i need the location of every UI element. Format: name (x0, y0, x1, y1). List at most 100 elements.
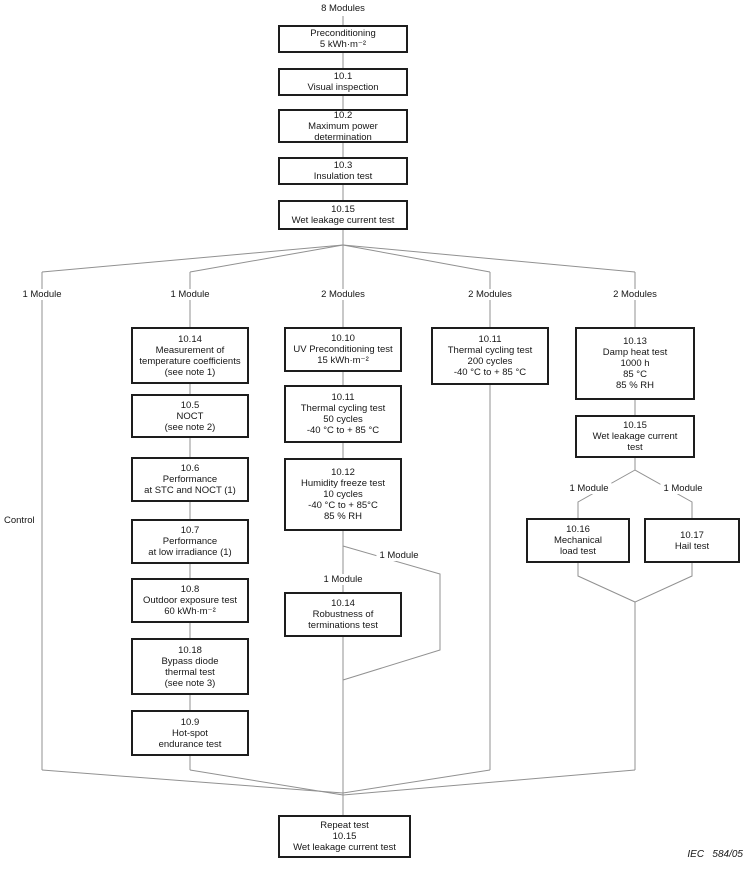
node-10-15-wet-leakage-2: 10.15 Wet leakage current test (575, 415, 695, 458)
node-text: (see note 1) (164, 366, 216, 378)
node-text: at STC and NOCT (1) (144, 485, 236, 496)
node-10-1-visual-inspection: 10.1 Visual inspection (278, 68, 408, 96)
node-text: 10.9 (180, 716, 200, 728)
control-label: Control (4, 515, 35, 526)
node-text: 10.1 (333, 71, 353, 82)
node-text: 10.12 (331, 467, 355, 478)
node-10-15-wet-leakage: 10.15 Wet leakage current test (278, 200, 408, 230)
node-text: 1000 h (620, 358, 650, 369)
branch-label-1-module: 1 Module (167, 289, 213, 300)
node-text: load test (560, 546, 596, 557)
node-text: temperature coefficients (139, 355, 241, 367)
node-text: test (627, 442, 643, 453)
node-text: 10.15 (332, 831, 357, 842)
node-text: Wet leakage current test (291, 215, 395, 226)
node-10-12-humidity-freeze: 10.12 Humidity freeze test 10 cycles -40… (284, 458, 402, 531)
node-text: (see note 3) (164, 677, 216, 689)
node-text: endurance test (158, 738, 222, 750)
node-text: Wet leakage current (592, 431, 678, 442)
node-text: 85 % RH (323, 511, 362, 522)
split-module-label-right: 1 Module (660, 483, 706, 494)
node-text: 10.15 (331, 204, 355, 215)
branch-label-2-modules: 2 Modules (318, 289, 368, 300)
node-text: (see note 2) (164, 421, 216, 433)
node-text: 10.6 (180, 463, 200, 474)
node-text: determination (314, 131, 372, 143)
node-text: -40 °C to + 85°C (308, 500, 378, 511)
node-10-11-thermal-cycling-50: 10.11 Thermal cycling test 50 cycles -40… (284, 385, 402, 443)
branch-label-2-modules: 2 Modules (610, 289, 660, 300)
node-text: 10.11 (331, 392, 355, 403)
node-repeat-test: Repeat test 10.15 Wet leakage current te… (278, 815, 411, 858)
node-text: 85 °C (623, 369, 647, 380)
node-10-13-damp-heat: 10.13 Damp heat test 1000 h 85 °C 85 % R… (575, 327, 695, 400)
node-preconditioning: Preconditioning 5 kWh·m⁻² (278, 25, 408, 53)
node-10-6-performance-stc-noct: 10.6 Performance at STC and NOCT (1) (131, 457, 249, 502)
branch-label-2-modules: 2 Modules (465, 289, 515, 300)
node-10-14-temp-coefficients: 10.14 Measurement of temperature coeffic… (131, 327, 249, 384)
node-text: 10.14 (178, 333, 202, 345)
top-modules-label: 8 Modules (318, 3, 368, 14)
node-text: Preconditioning (310, 28, 376, 39)
node-text: Bypass diode (161, 655, 219, 667)
node-text: 10.16 (566, 524, 590, 535)
node-text: 5 kWh·m⁻² (319, 39, 367, 50)
node-text: Mechanical (553, 535, 603, 546)
node-text: Hail test (674, 540, 710, 552)
node-10-11-thermal-cycling-200: 10.11 Thermal cycling test 200 cycles -4… (431, 327, 549, 385)
node-text: 10.14 (331, 598, 355, 609)
node-text: -40 °C to + 85 °C (453, 367, 527, 378)
node-text: UV Preconditioning test (293, 344, 393, 355)
node-text: 10.18 (178, 644, 202, 656)
node-10-2-max-power: 10.2 Maximum power determination (278, 109, 408, 143)
node-text: 10.17 (680, 529, 704, 541)
node-10-8-outdoor-exposure: 10.8 Outdoor exposure test 60 kWh·m⁻² (131, 578, 249, 623)
node-text: Humidity freeze test (301, 478, 385, 489)
node-text: -40 °C to + 85 °C (306, 425, 380, 436)
node-text: 10.5 (180, 399, 200, 411)
node-text: Wet leakage current test (293, 842, 396, 853)
node-text: at low irradiance (1) (148, 547, 232, 558)
node-text: 10.10 (331, 333, 355, 344)
node-text: Thermal cycling test (300, 403, 386, 414)
pre-robustness-module-label: 1 Module (320, 574, 366, 585)
iec-reference-label: IEC 584/05 (687, 849, 743, 860)
node-10-3-insulation-test: 10.3 Insulation test (278, 157, 408, 185)
node-text: 50 cycles (323, 414, 363, 425)
node-text: Performance (162, 536, 218, 547)
bypass-module-label: 1 Module (376, 550, 422, 561)
node-text: 60 kWh·m⁻² (164, 606, 216, 617)
branch-label-1-module: 1 Module (19, 289, 65, 300)
node-text: Repeat test (320, 820, 369, 831)
node-text: 200 cycles (467, 356, 513, 367)
node-text: Robustness of (312, 609, 374, 620)
node-10-14-robustness-terminations: 10.14 Robustness of terminations test (284, 592, 402, 637)
node-text: Damp heat test (602, 347, 668, 358)
node-text: 15 kWh·m⁻² (317, 355, 369, 366)
node-text: Insulation test (313, 171, 373, 182)
node-text: Measurement of (155, 344, 225, 356)
node-10-7-performance-low-irradiance: 10.7 Performance at low irradiance (1) (131, 519, 249, 564)
node-10-5-noct: 10.5 NOCT (see note 2) (131, 394, 249, 438)
node-10-17-hail-test: 10.17 Hail test (644, 518, 740, 563)
node-10-9-hot-spot: 10.9 Hot-spot endurance test (131, 710, 249, 756)
node-10-18-bypass-diode: 10.18 Bypass diode thermal test (see not… (131, 638, 249, 695)
node-10-10-uv-preconditioning: 10.10 UV Preconditioning test 15 kWh·m⁻² (284, 327, 402, 372)
node-text: Performance (162, 474, 218, 485)
node-text: 10.11 (478, 334, 502, 345)
split-module-label-left: 1 Module (566, 483, 612, 494)
node-text: 10.3 (333, 160, 353, 171)
node-text: Outdoor exposure test (143, 595, 237, 606)
node-text: 85 % RH (615, 380, 654, 391)
node-text: NOCT (176, 410, 204, 422)
node-text: 10.8 (180, 584, 200, 595)
node-text: Hot-spot (172, 727, 208, 739)
node-text: Thermal cycling test (447, 345, 533, 356)
node-text: 10.15 (623, 420, 647, 431)
node-text: 10 cycles (323, 489, 363, 500)
node-text: terminations test (308, 620, 378, 631)
node-text: 10.7 (180, 525, 200, 536)
node-text: 10.13 (623, 336, 647, 347)
